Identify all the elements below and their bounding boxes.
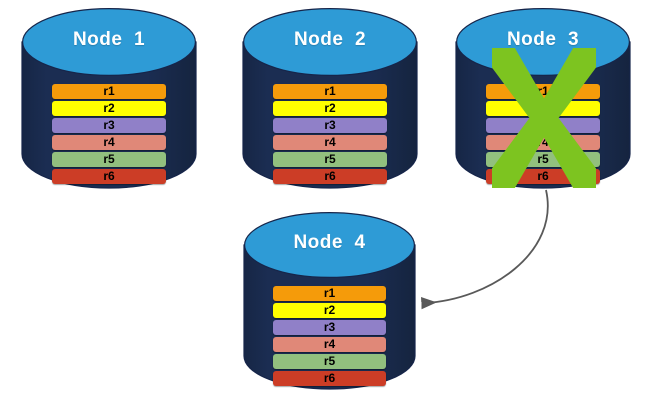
row-r1-node-1[interactable]: r1 (52, 84, 166, 99)
row-r5-node-1[interactable]: r5 (52, 152, 166, 167)
node-title-node-3: Node 3 (506, 29, 580, 50)
row-r4-node-2[interactable]: r4 (273, 135, 387, 150)
row-label-r5: r5 (537, 152, 549, 166)
row-r4-node-3[interactable]: r4 (486, 135, 600, 150)
row-label-r3: r3 (324, 118, 336, 132)
row-label-r4: r4 (324, 135, 336, 149)
row-label-r4: r4 (323, 337, 336, 351)
row-r1-node-4[interactable]: r1 (273, 286, 386, 301)
row-r6-node-3[interactable]: r6 (486, 169, 600, 184)
row-label-r3: r3 (537, 118, 549, 132)
row-r2-node-3[interactable]: r2 (486, 101, 600, 116)
cylinder-node-4[interactable]: Node 4 r1 r2 r3 r4 r5 r6 (243, 211, 416, 390)
node-title-node-1: Node 1 (72, 29, 146, 50)
row-r5-node-4[interactable]: r5 (273, 354, 386, 369)
row-list-node-1: r1 r2 r3 r4 r5 r6 (52, 84, 166, 186)
row-r3-node-1[interactable]: r3 (52, 118, 166, 133)
row-r6-node-2[interactable]: r6 (273, 169, 387, 184)
row-r1-node-2[interactable]: r1 (273, 84, 387, 99)
row-label-r1: r1 (103, 84, 115, 98)
row-label-r6: r6 (324, 169, 336, 183)
cylinder-top-node-4 (243, 211, 416, 279)
row-r3-node-4[interactable]: r3 (273, 320, 386, 335)
row-label-r1: r1 (537, 84, 549, 98)
row-label-r6: r6 (537, 169, 549, 183)
row-r5-node-3[interactable]: r5 (486, 152, 600, 167)
row-r3-node-2[interactable]: r3 (273, 118, 387, 133)
row-label-r1: r1 (323, 286, 336, 300)
row-label-r5: r5 (323, 354, 336, 368)
row-r1-node-3[interactable]: r1 (486, 84, 600, 99)
row-label-r6: r6 (103, 169, 115, 183)
cylinder-top-node-2 (242, 7, 418, 77)
row-r5-node-2[interactable]: r5 (273, 152, 387, 167)
row-list-node-3: r1 r2 r3 r4 r5 r6 (486, 84, 600, 186)
node-title-node-2: Node 2 (293, 29, 367, 50)
cylinder-node-2[interactable]: Node 2 r1 r2 r3 r4 r5 r6 (242, 7, 418, 189)
row-list-node-2: r1 r2 r3 r4 r5 r6 (273, 84, 387, 186)
row-label-r5: r5 (324, 152, 336, 166)
row-r3-node-3[interactable]: r3 (486, 118, 600, 133)
row-r4-node-1[interactable]: r4 (52, 135, 166, 150)
row-label-r3: r3 (103, 118, 115, 132)
row-label-r1: r1 (324, 84, 336, 98)
row-label-r2: r2 (324, 101, 336, 115)
cylinder-node-3[interactable]: Node 3 r1 r2 r3 r4 r5 r6 (455, 7, 631, 189)
row-label-r4: r4 (537, 135, 549, 149)
row-r2-node-4[interactable]: r2 (273, 303, 386, 318)
row-r6-node-4[interactable]: r6 (273, 371, 386, 386)
row-r2-node-2[interactable]: r2 (273, 101, 387, 116)
row-r4-node-4[interactable]: r4 (273, 337, 386, 352)
row-label-r4: r4 (103, 135, 115, 149)
row-list-node-4: r1 r2 r3 r4 r5 r6 (273, 286, 386, 388)
row-r2-node-1[interactable]: r2 (52, 101, 166, 116)
row-label-r5: r5 (103, 152, 115, 166)
row-label-r2: r2 (103, 101, 115, 115)
row-label-r2: r2 (323, 303, 336, 317)
row-label-r2: r2 (537, 101, 549, 115)
cylinder-node-1[interactable]: Node 1 r1 r2 r3 r4 r5 r6 (21, 7, 197, 189)
row-r6-node-1[interactable]: r6 (52, 169, 166, 184)
node-title-node-4: Node 4 (293, 232, 366, 253)
row-label-r3: r3 (323, 320, 336, 334)
row-label-r6: r6 (323, 371, 336, 385)
cylinder-top-node-1 (21, 7, 197, 77)
